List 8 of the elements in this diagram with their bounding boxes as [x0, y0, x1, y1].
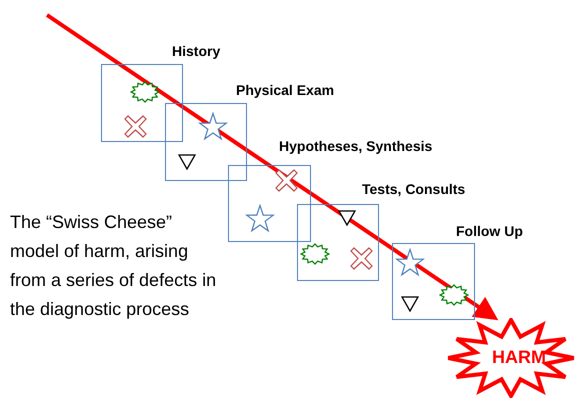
- arrow: [46, 13, 498, 320]
- slice-heading: History: [172, 44, 220, 58]
- slice-heading: Tests, Consults: [362, 182, 466, 196]
- harm-label: HARM: [492, 348, 546, 366]
- slice-heading: Follow Up: [456, 224, 523, 238]
- slice-heading: Physical Exam: [236, 83, 334, 97]
- slice-heading: Hypotheses, Synthesis: [279, 139, 432, 153]
- caption: The “Swiss Cheese” model of harm, arising from a series of defects in the diagnostic process: [10, 211, 218, 321]
